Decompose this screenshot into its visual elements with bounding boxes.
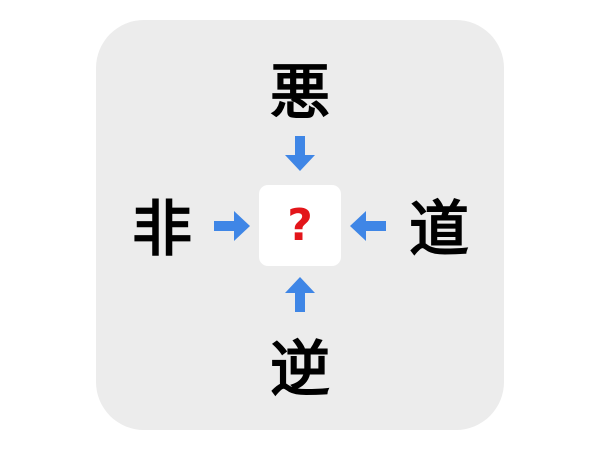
answer-box[interactable]: ? bbox=[259, 185, 341, 266]
clue-kanji-bottom: 逆 bbox=[270, 335, 330, 405]
clue-kanji-right: 道 bbox=[409, 195, 469, 265]
arrow-up-icon bbox=[285, 277, 315, 312]
clue-kanji-top: 悪 bbox=[270, 58, 330, 128]
clue-kanji-left: 非 bbox=[132, 195, 192, 265]
question-mark-icon: ? bbox=[287, 200, 313, 251]
arrow-left-icon bbox=[350, 211, 386, 241]
arrow-right-icon bbox=[214, 211, 250, 241]
arrow-down-icon bbox=[285, 136, 315, 171]
